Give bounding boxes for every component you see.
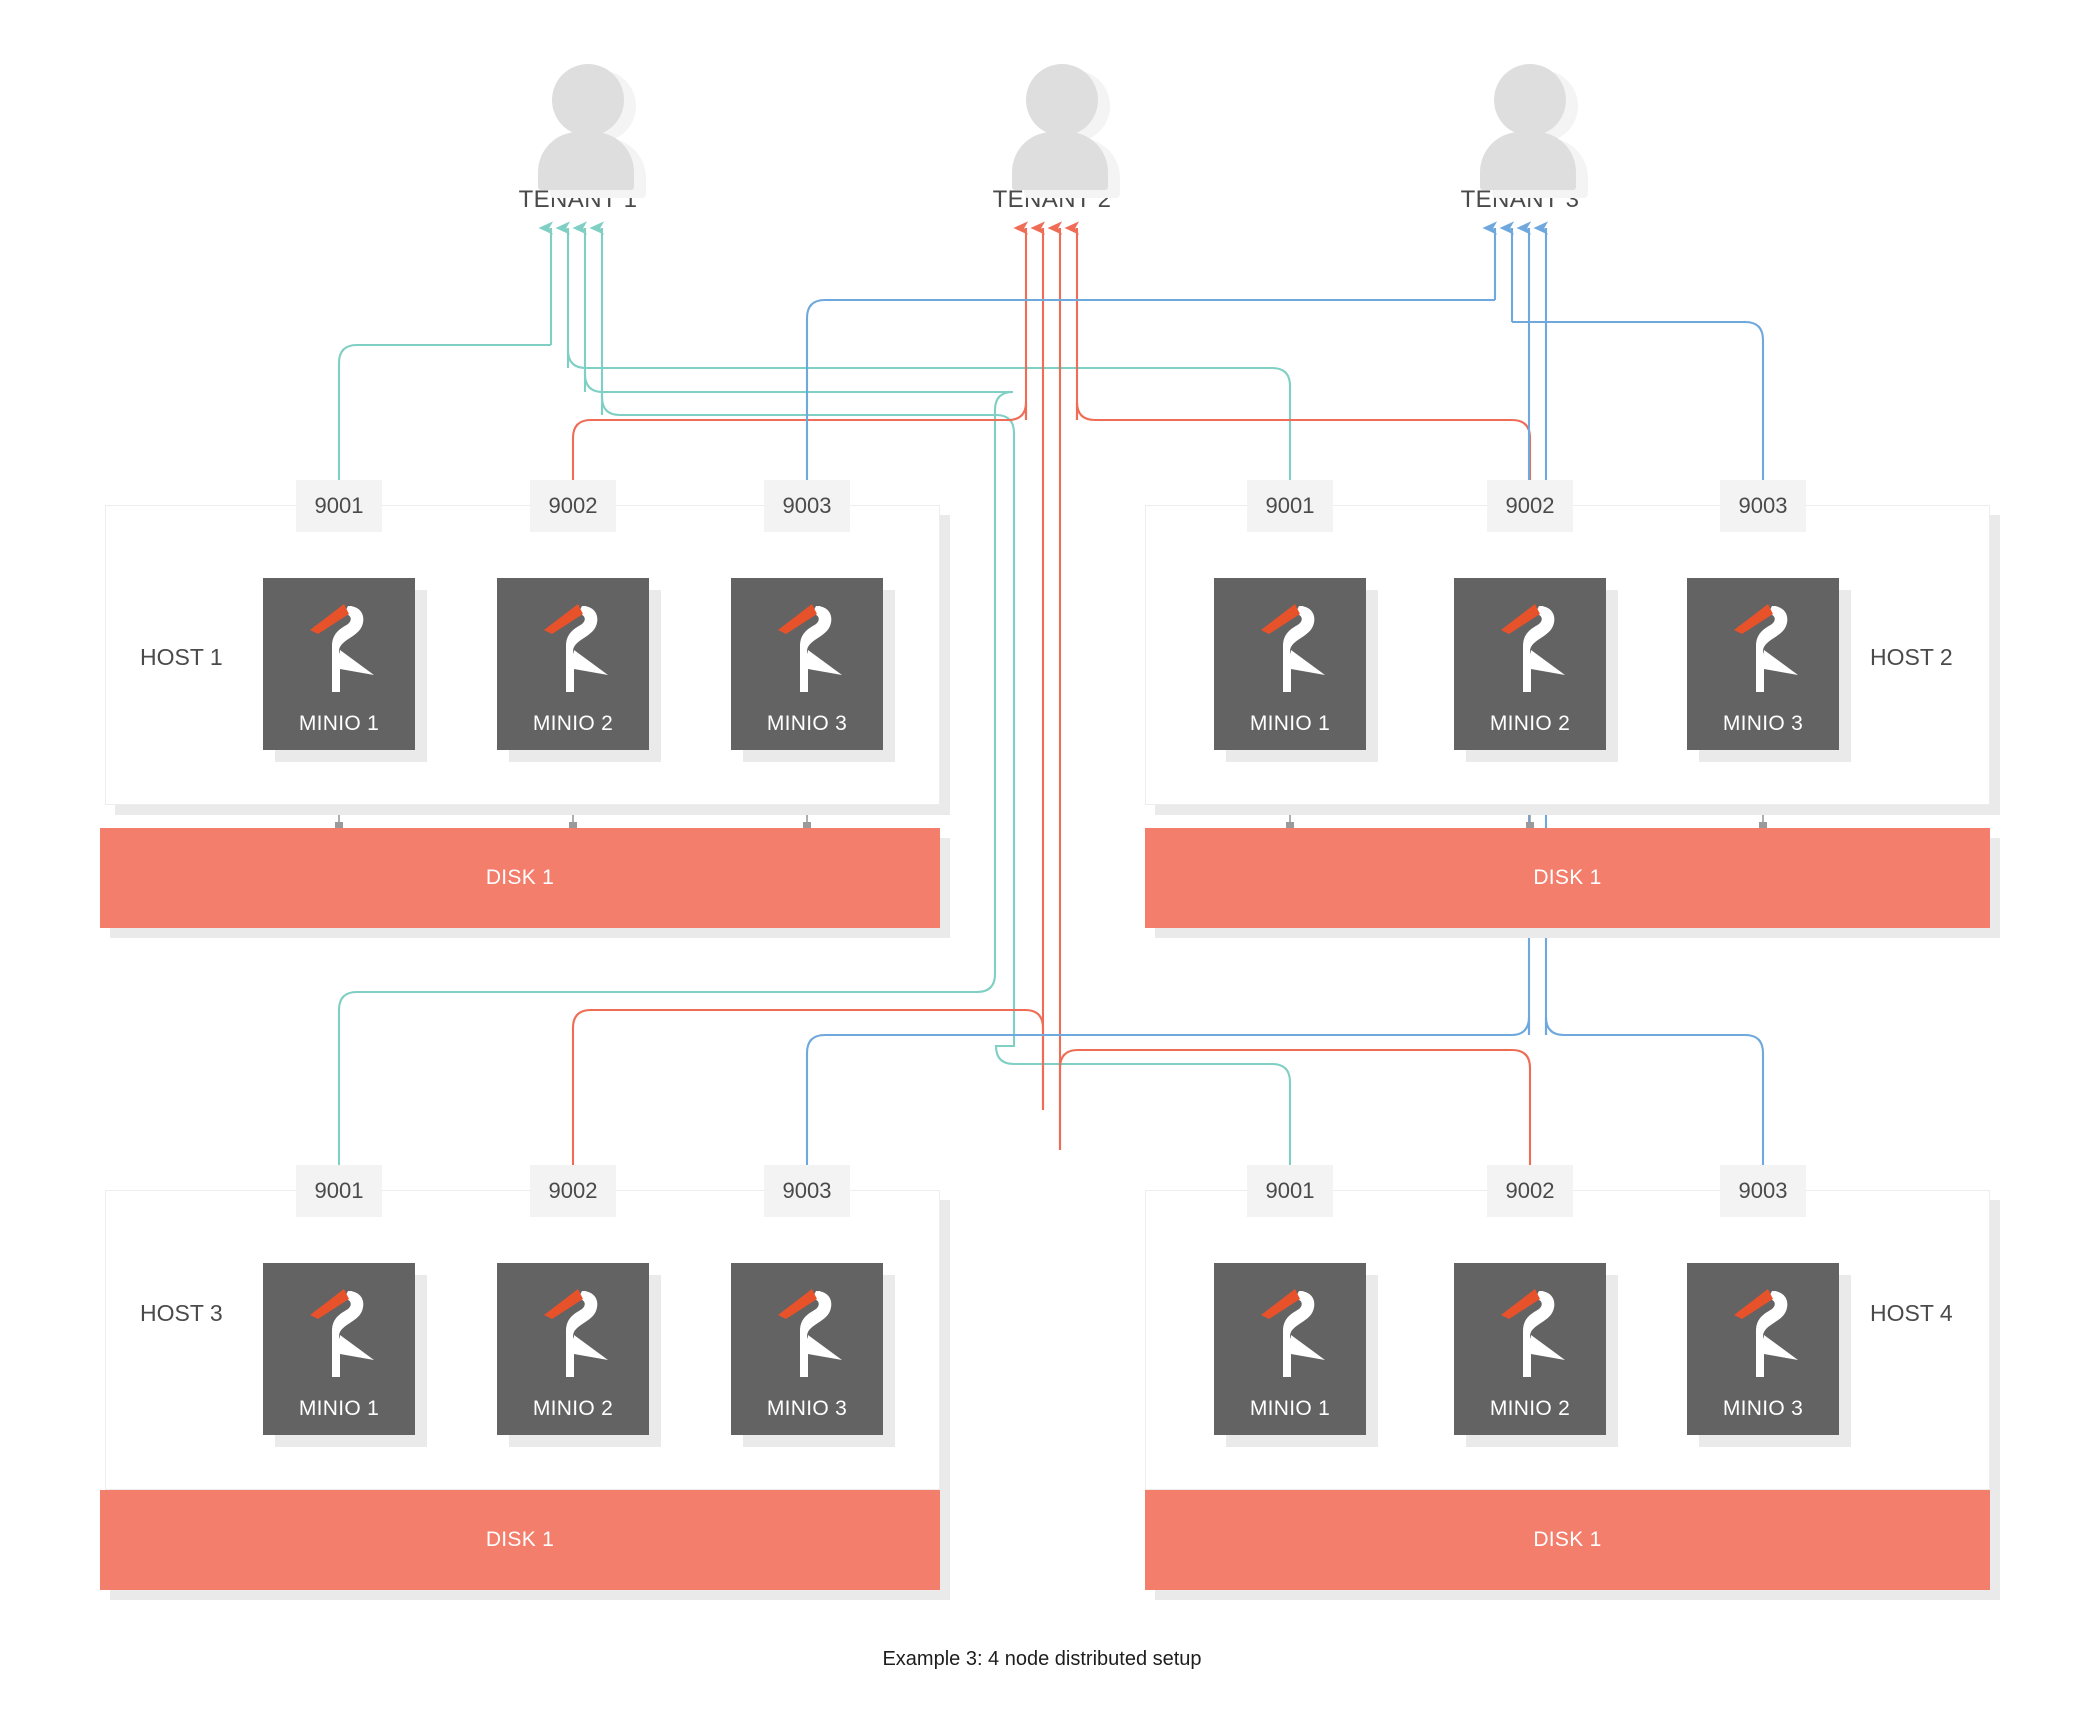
minio-node-host1-3[interactable]: MINIO 3 <box>731 578 883 750</box>
minio-stork-logo <box>1501 604 1565 692</box>
figure-caption: Example 3: 4 node distributed setup <box>882 1648 1202 1670</box>
minio-stork-logo <box>544 1289 608 1377</box>
minio-node-host1-2[interactable]: MINIO 2 <box>497 578 649 750</box>
minio-node-label: MINIO 3 <box>766 712 848 735</box>
host-2-label: HOST 2 <box>1870 644 1953 670</box>
port-badge-host1-9003[interactable]: 9003 <box>764 480 850 532</box>
minio-stork-logo <box>778 604 842 692</box>
disk-host-1: DISK 1 <box>100 828 940 928</box>
minio-node-label: MINIO 1 <box>298 1397 380 1420</box>
minio-stork-logo <box>544 604 608 692</box>
minio-stork-logo <box>1501 1289 1565 1377</box>
port-badge-host2-9002[interactable]: 9002 <box>1487 480 1573 532</box>
host-3-label: HOST 3 <box>140 1300 223 1326</box>
minio-node-label: MINIO 2 <box>1489 712 1571 735</box>
port-badge-host2-9001[interactable]: 9001 <box>1247 480 1333 532</box>
minio-node-label: MINIO 1 <box>1249 712 1331 735</box>
minio-node-host3-1[interactable]: MINIO 1 <box>263 1263 415 1435</box>
minio-node-host4-1[interactable]: MINIO 1 <box>1214 1263 1366 1435</box>
port-badge-host1-9002[interactable]: 9002 <box>530 480 616 532</box>
port-badge-host3-9003[interactable]: 9003 <box>764 1165 850 1217</box>
disk-label: DISK 1 <box>1533 866 1602 889</box>
minio-stork-logo <box>778 1289 842 1377</box>
minio-node-label: MINIO 3 <box>1722 1397 1804 1420</box>
minio-stork-logo <box>310 604 374 692</box>
minio-stork-logo <box>1261 604 1325 692</box>
port-badge-host4-9003[interactable]: 9003 <box>1720 1165 1806 1217</box>
minio-stork-logo <box>1734 1289 1798 1377</box>
host-4-label: HOST 4 <box>1870 1300 1953 1326</box>
minio-node-host4-2[interactable]: MINIO 2 <box>1454 1263 1606 1435</box>
minio-node-host1-1[interactable]: MINIO 1 <box>263 578 415 750</box>
minio-node-host3-2[interactable]: MINIO 2 <box>497 1263 649 1435</box>
minio-node-label: MINIO 2 <box>532 712 614 735</box>
port-badge-host2-9003[interactable]: 9003 <box>1720 480 1806 532</box>
port-badge-host4-9001[interactable]: 9001 <box>1247 1165 1333 1217</box>
port-badge-host4-9002[interactable]: 9002 <box>1487 1165 1573 1217</box>
minio-node-label: MINIO 2 <box>1489 1397 1571 1420</box>
minio-node-label: MINIO 2 <box>532 1397 614 1420</box>
minio-node-label: MINIO 3 <box>1722 712 1804 735</box>
tenant-2[interactable]: TENANT 2 <box>952 58 1152 214</box>
minio-node-host4-3[interactable]: MINIO 3 <box>1687 1263 1839 1435</box>
port-badge-host3-9002[interactable]: 9002 <box>530 1165 616 1217</box>
port-badge-host3-9001[interactable]: 9001 <box>296 1165 382 1217</box>
minio-node-label: MINIO 3 <box>766 1397 848 1420</box>
minio-node-label: MINIO 1 <box>298 712 380 735</box>
minio-node-label: MINIO 1 <box>1249 1397 1331 1420</box>
minio-node-host3-3[interactable]: MINIO 3 <box>731 1263 883 1435</box>
disk-host-2: DISK 1 <box>1145 828 1990 928</box>
person-icon <box>1470 58 1588 198</box>
minio-stork-logo <box>1734 604 1798 692</box>
disk-label: DISK 1 <box>485 1528 555 1551</box>
person-icon <box>528 58 646 198</box>
person-icon <box>1002 58 1120 198</box>
disk-label: DISK 1 <box>485 866 555 889</box>
minio-node-host2-3[interactable]: MINIO 3 <box>1687 578 1839 750</box>
minio-stork-logo <box>1261 1289 1325 1377</box>
tenant-3[interactable]: TENANT 3 <box>1420 58 1620 214</box>
port-badge-host1-9001[interactable]: 9001 <box>296 480 382 532</box>
minio-node-host2-1[interactable]: MINIO 1 <box>1214 578 1366 750</box>
tenant-1[interactable]: TENANT 1 <box>478 58 678 214</box>
minio-node-host2-2[interactable]: MINIO 2 <box>1454 578 1606 750</box>
host-1-label: HOST 1 <box>140 644 223 670</box>
disk-label: DISK 1 <box>1533 1528 1602 1551</box>
minio-stork-logo <box>310 1289 374 1377</box>
disk-host-4: DISK 1 <box>1145 1490 1990 1590</box>
disk-host-3: DISK 1 <box>100 1490 940 1590</box>
